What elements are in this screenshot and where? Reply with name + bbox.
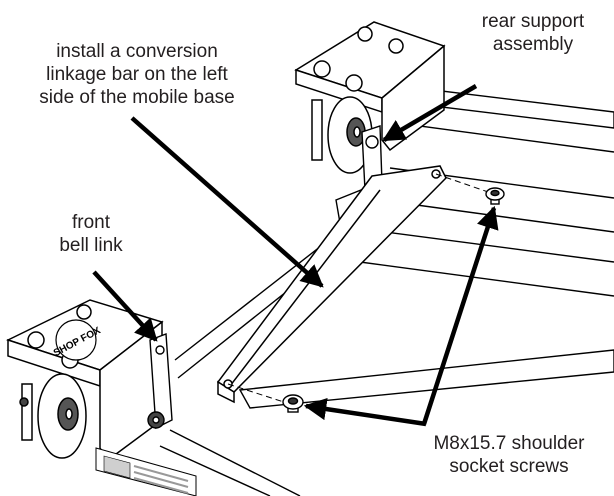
plate-bolt-hole [76,304,92,320]
rear-caster-axle [353,126,361,138]
bell-link-bolt-center [152,416,160,424]
front-caster-axle [65,408,73,420]
frame-rail-line [369,229,614,263]
front-caster-screw [19,397,29,407]
callout-line: install a conversion [56,41,218,62]
screw-alignment-line [435,173,495,195]
callout-line: socket screws [449,456,569,477]
callout-front-bell-link: front bell link [36,211,146,257]
callout-line: side of the mobile base [39,87,235,108]
callout-conversion-linkage-bar: install a conversion linkage bar on the … [2,40,272,109]
bell-link-plate [149,333,173,430]
conversion-linkage-bar [216,165,495,405]
front-caster-fork [21,383,33,441]
plate-bolt-hole [313,60,331,78]
frame-rail-line [169,429,301,496]
arrow-rear-support [382,84,478,142]
arrow-screw-rear [421,205,499,425]
arrow-linkage-bar [130,116,324,288]
front-bell-link [147,333,173,430]
linkage-bar-top [216,165,447,393]
callout-line: bell link [59,235,123,256]
leader-arrows [92,84,499,427]
rear-caster-fork [311,99,323,161]
linkage-bar-edge [229,189,381,387]
rear-caster-assembly [294,21,446,174]
callout-shoulder-socket-screws: M8x15.7 shoulder socket screws [404,432,614,478]
frame-rail-line [389,121,614,153]
callout-line: M8x15.7 shoulder [433,433,585,454]
frame-rail-line [359,261,614,297]
callout-line: linkage bar on the left [46,64,228,85]
shoulder-socket-screw [282,394,304,413]
callout-line: rear support [481,11,585,32]
warning-label [95,447,197,496]
frame-rail-line [159,445,271,496]
front-caster-assembly: SHOP FOX [6,299,164,462]
arrow-front-bell-link [92,270,158,342]
bell-link-pivot [155,345,165,355]
arrow-screw-front [303,397,427,427]
plate-bolt-hole [357,26,373,42]
screw-alignment-line [227,383,291,405]
rear-support-pivot [365,135,379,149]
callout-rear-support-assembly: rear support assembly [458,10,608,56]
callout-line: assembly [492,34,574,55]
frame-lower-rail [238,349,614,409]
plate-bolt-hole [27,331,45,349]
shoulder-socket-screw [485,187,505,205]
callout-line: front [71,212,111,233]
plate-bolt-hole [345,74,363,92]
plate-bolt-hole [388,38,404,54]
